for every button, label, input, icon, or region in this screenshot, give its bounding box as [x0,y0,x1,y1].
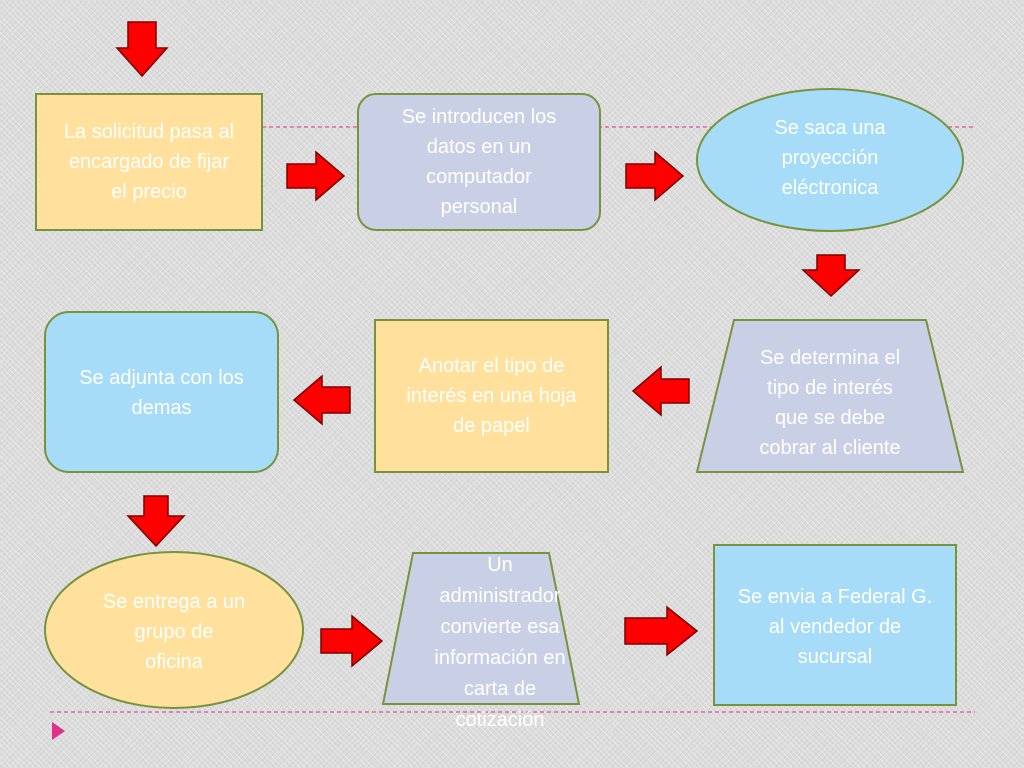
arrow-down-6-7 [126,495,186,548]
arrow-left-4-5 [631,365,690,417]
node-8-text: Un administrador convierte esa informaci… [434,554,566,731]
arrow-right-1-2 [286,150,346,202]
arrow-right-7-8 [320,614,384,668]
node-3-text: Se saca una proyección eléctronica [774,117,886,199]
arrow-right-2-3 [625,150,685,202]
node-9-text: Se envia a Federal G. al vendedor de suc… [737,586,933,668]
node-3-shape [696,88,964,232]
node-5-shape [374,319,609,473]
node-7-text: Se entrega a un grupo de oficina [102,591,246,673]
arrow-left-5-6 [292,374,351,426]
node-6-shape [44,311,279,473]
node-4-shape [695,319,965,473]
arrow-right-8-9 [624,605,699,657]
node-2-shape [357,93,601,231]
node-5-text: Anotar el tipo de interés en una hoja de… [406,355,577,437]
node-2-text: Se introducen los datos en un computador… [401,106,557,218]
node-9-shape [713,544,957,706]
node-6-text: Se adjunta con los demas [79,367,244,419]
node-1-shape [35,93,263,231]
arrow-down-3-4 [801,254,861,298]
play-triangle-icon[interactable] [52,722,65,740]
node-1-text: La solicitud pasa al encargado de fijar … [63,121,235,203]
node-7-shape [44,551,304,709]
node-8-shape [381,552,581,705]
arrow-down-start [115,21,169,78]
node-4-text: Se determina el tipo de interés que se d… [759,347,901,459]
